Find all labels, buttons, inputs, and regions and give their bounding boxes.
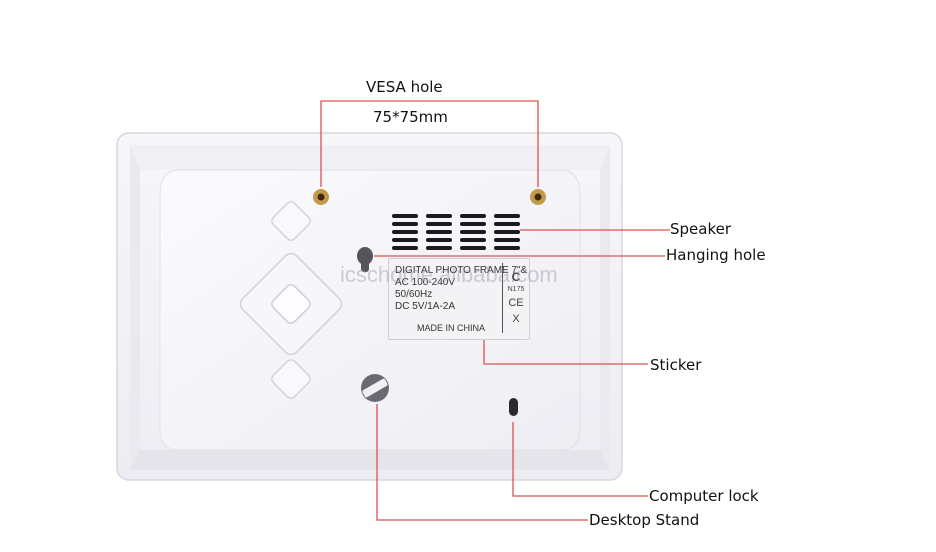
sticker-line: DC 5V/1A-2A [395,301,456,312]
center-button [271,284,311,324]
weee-bin-icon: X [512,313,520,325]
computer-lock-icon [509,398,518,416]
cert-mark-n175: N175 [507,286,525,293]
vesa-hole-label: VESA hole [366,78,443,96]
vesa-size-label: 75*75mm [373,108,448,126]
sticker-lines: DIGITAL PHOTO FRAME 7"& AC 100-240V 50/6… [395,265,528,313]
vesa-leader [320,100,539,187]
desktop-stand-icon [361,374,389,402]
product-sticker: DIGITAL PHOTO FRAME 7"& AC 100-240V 50/6… [388,258,530,340]
sticker-leader [483,338,648,365]
made-in-text: MADE IN CHINA [417,323,486,333]
sticker-divider [502,263,503,333]
hanging-hole-icon [357,247,373,272]
frame-bevel [130,145,610,170]
stand-leader [376,404,588,521]
desktop-stand-label: Desktop Stand [589,511,700,529]
certification-marks: C N175 CE X [507,269,525,327]
speaker-grille-icon [392,214,520,250]
bottom-button [271,359,311,399]
computer-lock-label: Computer lock [649,487,759,505]
vesa-hole-icon [530,189,546,205]
lock-leader [512,422,648,497]
vesa-hole-icon [313,189,329,205]
cert-mark-c-icon: C [511,270,521,284]
top-button [271,201,311,241]
watermark-text: icschome.alibaba.com [340,262,558,287]
sticker-line: DIGITAL PHOTO FRAME 7"& [395,265,528,276]
leader-lines [320,100,670,521]
hanging-hole-label: Hanging hole [666,246,766,264]
ce-mark-icon: CE [508,297,524,309]
speaker-label: Speaker [670,220,732,238]
sticker-line: 50/60Hz [395,289,433,300]
sticker-label: Sticker [650,356,702,374]
sticker-line: AC 100-240V [395,277,456,288]
dpad-icon [239,201,343,399]
